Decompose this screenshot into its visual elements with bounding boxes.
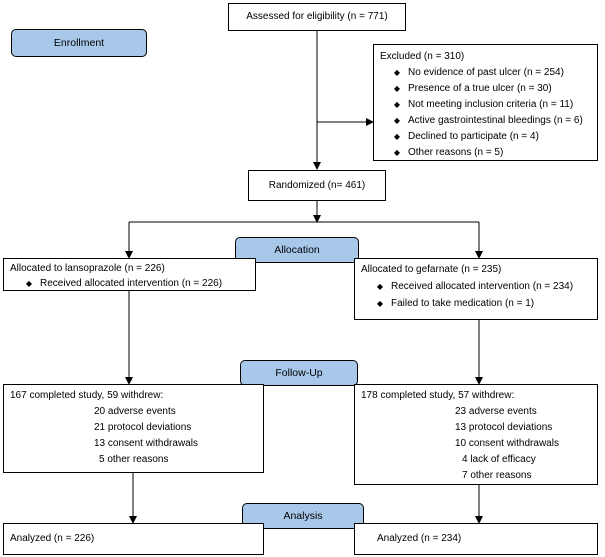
excluded-item: ◆Not meeting inclusion criteria (n = 11) bbox=[393, 99, 574, 110]
right-followup-item: 23 adverse events bbox=[455, 406, 537, 417]
excluded-title: Excluded (n = 310) bbox=[380, 51, 465, 62]
left-followup-item: 20 adverse events bbox=[94, 406, 176, 417]
diamond-bullet-icon: ◆ bbox=[393, 68, 401, 77]
right-followup-item: 10 consent withdrawals bbox=[455, 438, 559, 449]
diamond-bullet-icon: ◆ bbox=[393, 132, 401, 141]
diamond-bullet-icon: ◆ bbox=[393, 116, 401, 125]
excluded-item: ◆Presence of a true ulcer (n = 30) bbox=[393, 83, 552, 94]
diamond-bullet-icon: ◆ bbox=[376, 282, 384, 291]
stage-followup: Follow-Up bbox=[240, 360, 358, 386]
excluded-box: Excluded (n = 310) ◆No evidence of past … bbox=[373, 44, 598, 161]
stage-allocation: Allocation bbox=[235, 237, 359, 263]
excluded-item: ◆Active gastrointestinal bleedings (n = … bbox=[393, 115, 583, 126]
diamond-bullet-icon: ◆ bbox=[393, 100, 401, 109]
randomized-box: Randomized (n= 461) bbox=[248, 170, 386, 201]
right-followup-item: 7 other reasons bbox=[462, 470, 532, 481]
left-followup-item: 13 consent withdrawals bbox=[94, 438, 198, 449]
assessed-box: Assessed for eligibility (n = 771) bbox=[228, 3, 406, 31]
left-analysis-box: Analyzed (n = 226) bbox=[3, 523, 264, 555]
left-followup-item: 21 protocol deviations bbox=[94, 422, 192, 433]
diamond-bullet-icon: ◆ bbox=[25, 279, 33, 288]
right-allocation-item: ◆Failed to take medication (n = 1) bbox=[376, 298, 535, 309]
right-analysis-box: Analyzed (n = 234) bbox=[354, 523, 598, 555]
excluded-item: ◆No evidence of past ulcer (n = 254) bbox=[393, 67, 564, 78]
right-followup-item: 13 protocol deviations bbox=[455, 422, 553, 433]
stage-enrollment-label: Enrollment bbox=[53, 37, 105, 49]
left-allocation-title: Allocated to lansoprazole (n = 226) bbox=[10, 263, 165, 274]
left-analysis-text: Analyzed (n = 226) bbox=[10, 533, 95, 544]
stage-enrollment: Enrollment bbox=[11, 29, 147, 57]
stage-analysis-label: Analysis bbox=[283, 510, 323, 522]
right-allocation-box: Allocated to gefarnate (n = 235) ◆Receiv… bbox=[354, 258, 598, 320]
diamond-bullet-icon: ◆ bbox=[376, 299, 384, 308]
randomized-text: Randomized (n= 461) bbox=[268, 179, 366, 191]
left-allocation-box: Allocated to lansoprazole (n = 226) ◆Rec… bbox=[3, 258, 256, 291]
right-allocation-title: Allocated to gefarnate (n = 235) bbox=[361, 264, 502, 275]
excluded-item: ◆Declined to participate (n = 4) bbox=[393, 131, 539, 142]
stage-followup-label: Follow-Up bbox=[275, 367, 323, 379]
left-followup-box: 167 completed study, 59 withdrew: 20 adv… bbox=[3, 384, 264, 473]
left-followup-title: 167 completed study, 59 withdrew: bbox=[10, 390, 164, 401]
right-followup-title: 178 completed study, 57 withdrew: bbox=[361, 390, 515, 401]
right-followup-box: 178 completed study, 57 withdrew: 23 adv… bbox=[354, 384, 598, 485]
right-allocation-item: ◆Received allocated intervention (n = 23… bbox=[376, 281, 574, 292]
left-followup-item: 5 other reasons bbox=[99, 454, 169, 465]
excluded-item: ◆Other reasons (n = 5) bbox=[393, 147, 504, 158]
diamond-bullet-icon: ◆ bbox=[393, 84, 401, 93]
left-allocation-item: ◆Received allocated intervention (n = 22… bbox=[25, 278, 223, 289]
assessed-text: Assessed for eligibility (n = 771) bbox=[246, 11, 388, 22]
diamond-bullet-icon: ◆ bbox=[393, 148, 401, 157]
stage-allocation-label: Allocation bbox=[274, 244, 320, 256]
right-analysis-text: Analyzed (n = 234) bbox=[377, 533, 462, 544]
right-followup-item: 4 lack of efficacy bbox=[462, 454, 536, 465]
